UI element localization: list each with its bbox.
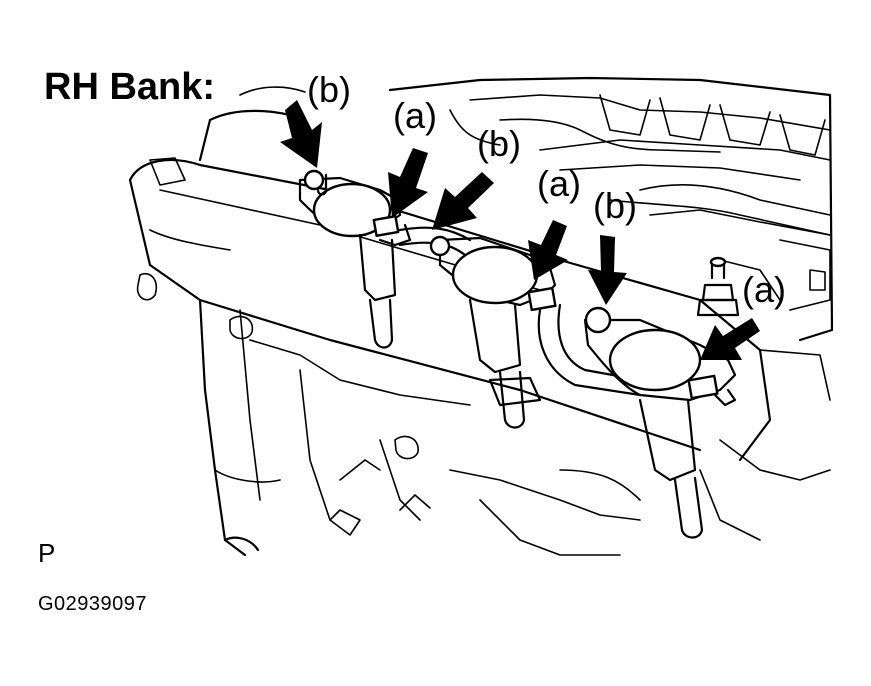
ignition-coil-2 — [429, 235, 557, 429]
arrow-a-1 — [388, 148, 428, 218]
figure-id: G02939097 — [38, 593, 148, 615]
bank-title: RH Bank: — [44, 66, 216, 108]
arrow-a-3 — [700, 318, 760, 360]
callout-label-a: (a) — [393, 95, 437, 136]
lower-structure — [198, 298, 831, 557]
hoses — [398, 199, 831, 397]
intake-manifold — [128, 109, 772, 462]
arrow-a-2 — [528, 220, 568, 280]
ignition-coil-3 — [583, 306, 737, 539]
arrow-b-3 — [588, 235, 627, 305]
callout-label-a: (a) — [742, 269, 786, 310]
arrow-b-1 — [280, 100, 322, 168]
engine-block — [388, 76, 834, 342]
callout-label-b: (b) — [593, 185, 637, 226]
spark-plug-stud — [696, 256, 740, 317]
title-leader-line — [239, 86, 306, 96]
callout-label-b: (b) — [307, 69, 351, 110]
callout-label-b: (b) — [477, 123, 521, 164]
view-code-label: P — [38, 538, 56, 568]
arrow-b-2 — [432, 172, 494, 230]
callout-label-a: (a) — [537, 163, 581, 204]
